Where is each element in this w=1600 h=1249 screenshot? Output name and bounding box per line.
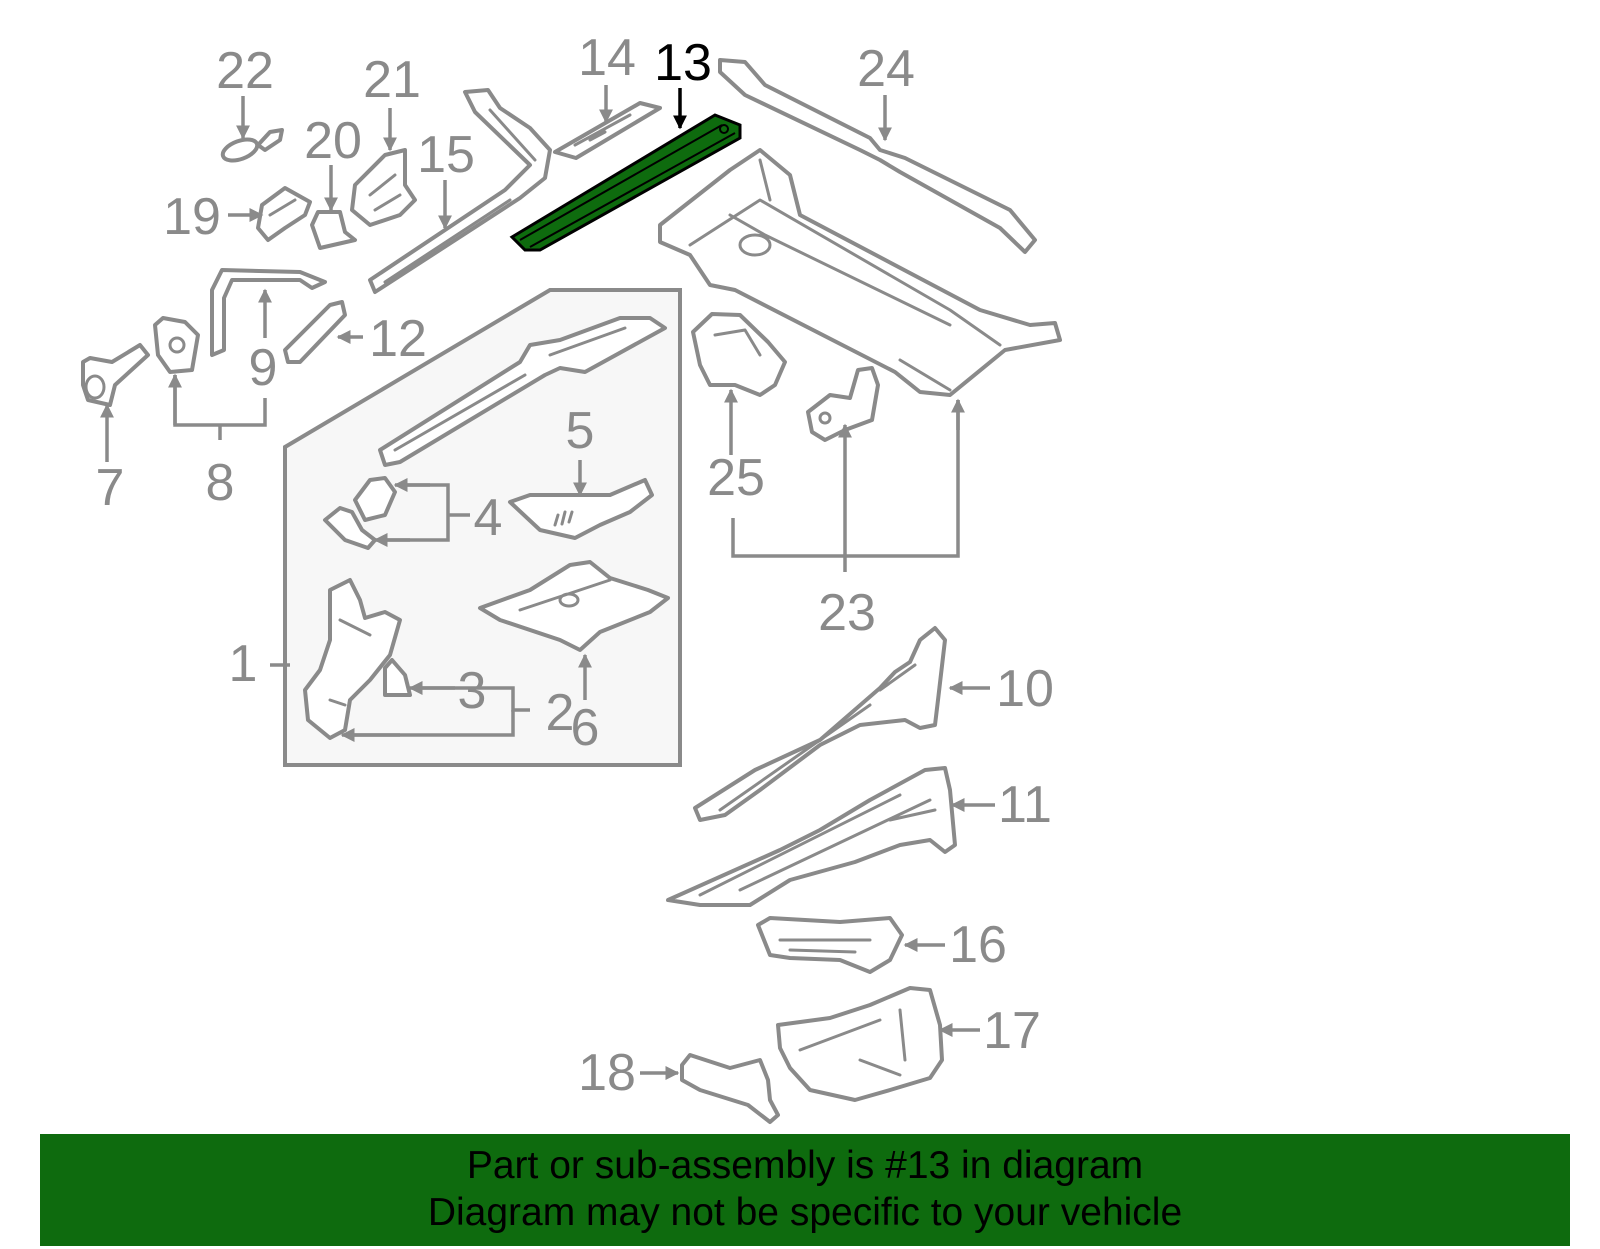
part-16 <box>756 916 904 974</box>
banner-line-disclaimer: Diagram may not be specific to your vehi… <box>427 1191 1183 1234</box>
callout-9: 9 <box>249 339 278 397</box>
part-8 <box>153 316 200 374</box>
part-5 <box>508 478 654 540</box>
part-2 <box>303 578 402 740</box>
callout-17: 17 <box>983 1002 1041 1060</box>
callout-20: 20 <box>304 112 362 170</box>
part-3 <box>383 658 412 697</box>
part-4 <box>323 476 397 550</box>
callout-8: 8 <box>206 454 235 512</box>
callout-21: 21 <box>363 51 421 109</box>
callout-22: 22 <box>216 42 274 100</box>
callout-labels: 1 2 3 4 5 6 7 8 9 10 11 12 13 14 15 16 1… <box>96 29 1054 1102</box>
part-1-upper-rail <box>378 316 667 467</box>
callout-16: 16 <box>949 916 1007 974</box>
part-10 <box>693 626 947 822</box>
callout-5: 5 <box>566 402 595 460</box>
part-23 <box>658 148 1062 397</box>
callout-11: 11 <box>998 776 1052 834</box>
callout-7: 7 <box>96 459 125 517</box>
part-23-bracket <box>806 366 880 442</box>
part-21 <box>350 148 417 227</box>
callout-24: 24 <box>857 40 915 98</box>
part-19 <box>256 186 312 242</box>
part-15 <box>368 88 552 294</box>
callout-6: 6 <box>571 699 600 757</box>
part-24 <box>718 58 1037 254</box>
part-20 <box>310 210 357 250</box>
callout-13: 13 <box>654 34 712 92</box>
leader-lines <box>100 85 995 1080</box>
part-12 <box>283 300 347 364</box>
part-6 <box>478 560 670 652</box>
part-25 <box>691 312 787 397</box>
callout-18: 18 <box>578 1044 636 1102</box>
part-9 <box>210 268 327 357</box>
callout-25: 25 <box>707 449 765 507</box>
part-13-highlighted <box>509 113 742 252</box>
leader-2-bracket <box>350 710 515 737</box>
info-banner: Part or sub-assembly is #13 in diagram D… <box>40 1134 1570 1246</box>
part-7 <box>81 343 150 407</box>
callout-15: 15 <box>417 126 475 184</box>
callout-1: 1 <box>229 635 258 693</box>
part-11 <box>666 766 957 907</box>
callout-4: 4 <box>474 489 503 547</box>
callout-2: 2 <box>546 684 575 742</box>
callout-3: 3 <box>458 662 487 720</box>
part-22 <box>220 128 284 163</box>
leader-3-bracket <box>418 686 530 712</box>
callout-12: 12 <box>369 310 427 368</box>
callout-23: 23 <box>818 584 876 642</box>
callout-14: 14 <box>578 29 636 87</box>
callout-19: 19 <box>163 188 221 246</box>
part-18 <box>680 1053 780 1124</box>
part-17 <box>776 986 944 1102</box>
banner-line-part-number: Part or sub-assembly is #13 in diagram <box>466 1144 1144 1187</box>
callout-10: 10 <box>996 660 1054 718</box>
